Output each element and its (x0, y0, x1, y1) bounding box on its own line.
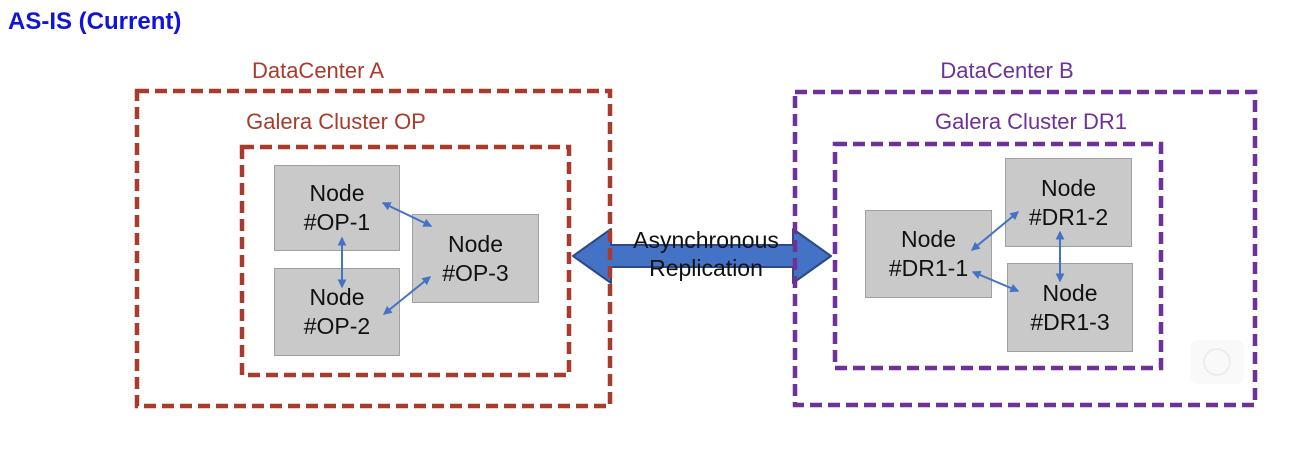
node-op-1: Node #OP-1 (274, 165, 400, 251)
datacenter-b-label: DataCenter B (940, 58, 1074, 83)
node-dr1-2: Node #DR1-2 (1005, 158, 1132, 247)
node-op-3: Node #OP-3 (412, 214, 539, 303)
replication-label: Asynchronous Replication (633, 227, 779, 281)
galera-cluster-op-label: Galera Cluster OP (246, 109, 426, 134)
node-op-2: Node #OP-2 (274, 268, 400, 356)
node-dr1-1: Node #DR1-1 (865, 210, 992, 298)
galera-cluster-dr1-label: Galera Cluster DR1 (935, 109, 1127, 134)
datacenter-a-label: DataCenter A (251, 58, 385, 83)
datacenter-b-border (792, 89, 1258, 408)
node-dr1-3: Node #DR1-3 (1007, 263, 1133, 352)
watermark-ring-icon (1203, 348, 1231, 376)
page-title: AS-IS (Current) (8, 8, 182, 35)
watermark (1190, 340, 1244, 384)
